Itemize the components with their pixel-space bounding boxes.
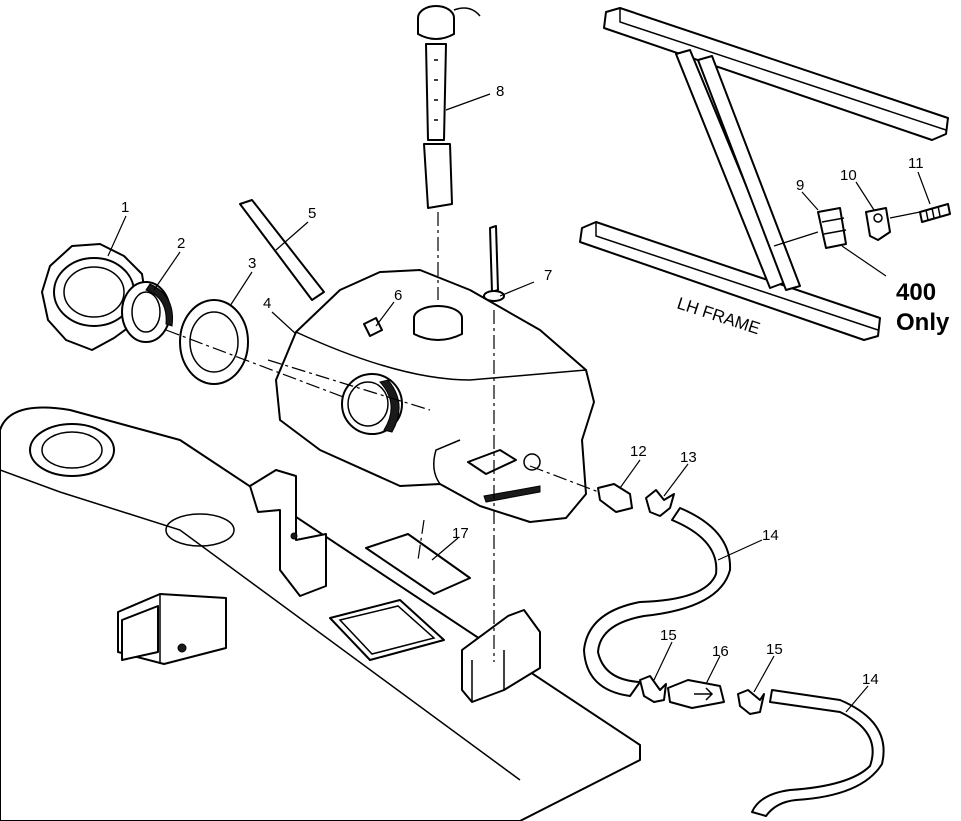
callout-17: 17 xyxy=(452,525,469,542)
callout-5: 5 xyxy=(308,205,316,222)
vent-fitting xyxy=(363,317,383,337)
callout-10: 10 xyxy=(840,167,857,184)
callout-16: 16 xyxy=(712,643,729,660)
fuel-valve xyxy=(597,483,633,513)
callout-15-right: 15 xyxy=(766,641,783,658)
mount-bracket-hardware xyxy=(773,203,951,277)
callout-1: 1 xyxy=(121,199,129,216)
filler-neck-adapter xyxy=(121,281,174,343)
callout-14-upper: 14 xyxy=(762,527,779,544)
filler-gasket xyxy=(179,299,249,385)
model-note: 400 Only xyxy=(896,279,950,336)
drain-line xyxy=(483,225,505,302)
hose-clamp-15-right xyxy=(737,689,765,715)
fuel-tank xyxy=(275,269,595,523)
callout-7: 7 xyxy=(544,267,552,284)
note-only: Only xyxy=(896,309,950,336)
tank-pad xyxy=(365,533,471,595)
main-frame xyxy=(0,406,641,821)
callout-3: 3 xyxy=(248,255,256,272)
fuel-filter xyxy=(667,679,725,709)
vent-hose xyxy=(239,199,325,301)
callout-11: 11 xyxy=(908,155,924,172)
callout-8: 8 xyxy=(496,83,504,100)
assembly-lines xyxy=(165,212,605,662)
callout-14-lower: 14 xyxy=(862,671,879,688)
callout-4: 4 xyxy=(263,295,271,312)
fuel-hose-upper xyxy=(583,507,732,697)
callout-15-left: 15 xyxy=(660,627,677,644)
fuel-cap xyxy=(41,243,147,351)
hose-clamp-13 xyxy=(645,489,675,517)
hose-clamp-15-left xyxy=(639,675,667,703)
note-model-number: 400 xyxy=(896,279,936,306)
fuel-gauge xyxy=(417,5,481,209)
callout-2: 2 xyxy=(177,235,185,252)
callout-9: 9 xyxy=(796,177,804,194)
callout-12: 12 xyxy=(630,443,647,460)
fuel-hose-lower xyxy=(751,689,885,817)
lh-frame: LH FRAME xyxy=(579,7,949,341)
callout-13: 13 xyxy=(680,449,697,466)
callout-leaders xyxy=(107,93,931,713)
callout-numbers: 1 2 3 4 5 6 7 8 9 10 11 12 13 14 15 16 1… xyxy=(121,83,924,688)
callout-6: 6 xyxy=(394,287,402,304)
